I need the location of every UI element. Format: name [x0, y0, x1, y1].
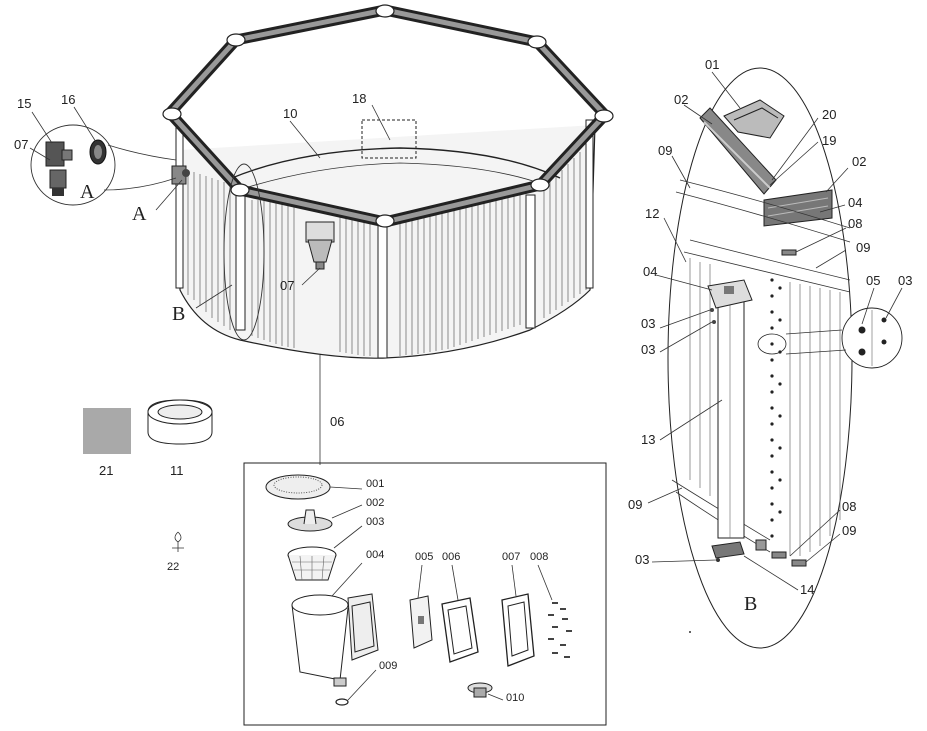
detail-b-dots: [770, 278, 782, 538]
detail-a: 15 16 07 A: [14, 92, 177, 206]
callout-b-letter: B: [172, 303, 185, 325]
label-04-a: 04: [848, 195, 862, 210]
label-04-b: 04: [643, 264, 657, 279]
callout-a-letter: A: [132, 203, 147, 225]
label-22: 22: [167, 561, 179, 573]
label-09-b: 09: [856, 240, 870, 255]
label-007: 007: [502, 551, 520, 563]
rail-04-upper: [763, 189, 833, 227]
screws-03: [710, 308, 716, 324]
label-005: 005: [415, 551, 433, 563]
label-07-detail-a: 07: [14, 137, 28, 152]
cap-01: [723, 99, 785, 139]
label-09-c: 09: [628, 497, 642, 512]
label-07-pool: 07: [280, 278, 294, 293]
label-12: 12: [645, 206, 659, 221]
label-20: 20: [822, 107, 836, 122]
detail-b-letter: B: [744, 593, 757, 615]
pool-assembly: 10 18 07 06 A B: [132, 4, 614, 465]
label-08-b: 08: [842, 499, 856, 514]
skimmer-basket-003: [287, 546, 337, 581]
sub-detail-ellipse-small: [757, 333, 787, 355]
skimmer-screws-008: [548, 602, 572, 658]
label-08-a: 08: [848, 216, 862, 231]
label-11: 11: [170, 463, 184, 478]
label-003: 003: [366, 516, 384, 528]
label-03-b: 03: [641, 316, 655, 331]
label-02-a: 02: [674, 92, 688, 107]
label-010: 010: [506, 692, 524, 704]
clips-lower: [771, 551, 807, 567]
fitting-07-part: [49, 169, 67, 196]
label-02-b: 02: [852, 154, 866, 169]
label-09-d: 09: [842, 523, 856, 538]
label-05: 05: [866, 273, 880, 288]
label-10: 10: [283, 106, 297, 121]
label-15: 15: [17, 96, 31, 111]
wall-uprights: [175, 119, 594, 359]
label-03-c: 03: [641, 342, 655, 357]
label-002: 002: [366, 497, 384, 509]
clip-08-upper: [781, 249, 797, 256]
fitting-16-part: [89, 139, 107, 165]
label-19: 19: [822, 133, 836, 148]
label-008: 008: [530, 551, 548, 563]
callout-b-ellipse: [223, 163, 265, 341]
skimmer-on-wall: [305, 221, 335, 270]
part-11-tape-roll: [147, 399, 213, 445]
liner-rim: [231, 147, 561, 179]
label-03-a: 03: [898, 273, 912, 288]
label-004: 004: [366, 549, 384, 561]
detail-b-wall-stripes: [689, 258, 841, 556]
skimmer-plate-005: [409, 595, 433, 649]
label-16: 16: [61, 92, 75, 107]
loose-parts: 21 11 22: [83, 399, 213, 573]
skimmer-body-004: [291, 593, 379, 687]
area-18-box: [361, 119, 417, 159]
label-06: 06: [330, 414, 344, 429]
label-01: 01: [705, 57, 719, 72]
skimmer-gasket-006: [441, 597, 479, 663]
label-21: 21: [99, 463, 113, 478]
skimmer-float-002: [287, 509, 333, 532]
part-22-hook: [172, 531, 184, 552]
label-13: 13: [641, 432, 655, 447]
sub-detail-circle-05: [841, 307, 903, 369]
detail-a-circle: [30, 124, 116, 206]
detail-a-letter: A: [80, 181, 95, 203]
label-03-d: 03: [635, 552, 649, 567]
connector-14: [711, 539, 767, 559]
upright-13: [717, 299, 745, 539]
skimmer-oring-009: [335, 698, 349, 706]
label-001: 001: [366, 478, 384, 490]
fitting-15-part: [45, 141, 73, 167]
rail-caps: [162, 4, 614, 228]
detail-b: 01 02 20 19 02 04: [628, 57, 912, 649]
label-006: 006: [442, 551, 460, 563]
label-14: 14: [800, 582, 814, 597]
label-009: 009: [379, 660, 397, 672]
skimmer-lid-001: [265, 474, 331, 500]
part-21-square: [83, 408, 131, 454]
skimmer-exploded-box: 001 002 003 004 005: [243, 462, 607, 726]
skimmer-faceplate-007: [501, 593, 535, 667]
connector-04-lower: [707, 279, 753, 309]
skimmer-fitting-010: [467, 682, 493, 698]
label-18: 18: [352, 91, 366, 106]
label-09-a: 09: [658, 143, 672, 158]
